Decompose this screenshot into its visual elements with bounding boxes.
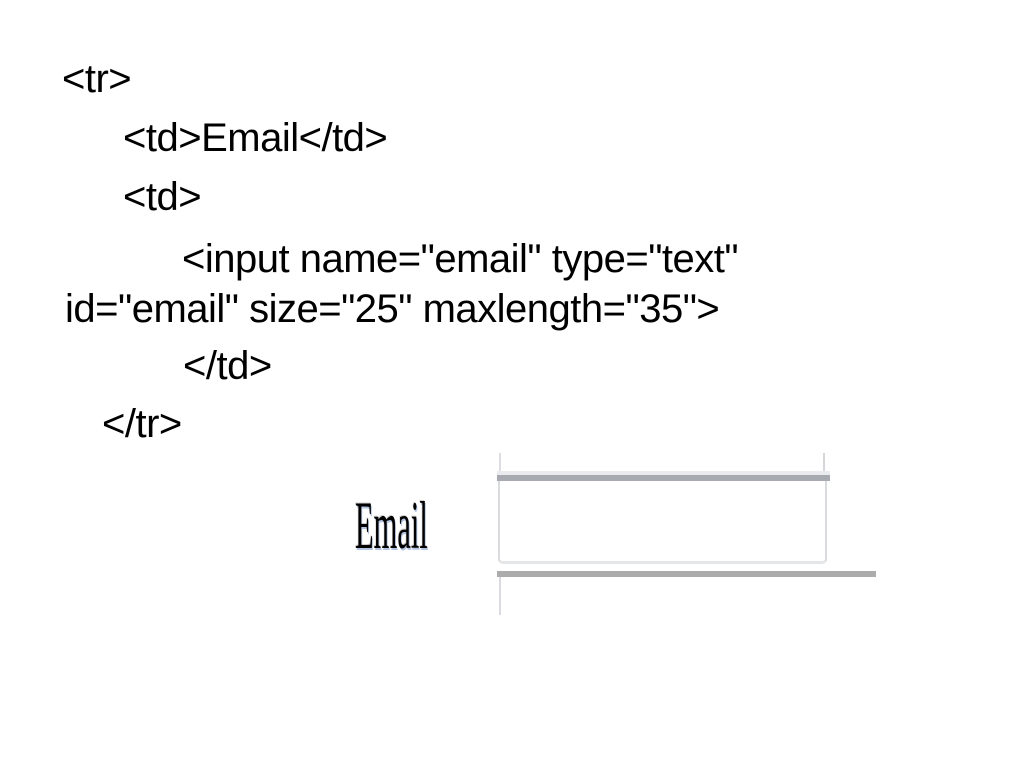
code-line-input-part2: id="email" size="25" maxlength="35"> [65, 287, 720, 331]
code-line-input-part1: <input name="email" type="text" [182, 237, 739, 281]
email-input[interactable] [498, 481, 827, 564]
input-below-partial [499, 577, 869, 615]
input-above-partial [499, 453, 825, 471]
code-line-td-open: <td> [123, 175, 202, 219]
code-line-td-email: <td>Email</td> [123, 116, 388, 160]
input-top-border-bar [497, 475, 830, 481]
next-input-top-border-bar [497, 571, 876, 577]
code-line-tr-close: </tr> [102, 402, 182, 446]
code-line-td-close: </td> [183, 344, 272, 388]
email-field-label: Email [355, 486, 428, 564]
input-divider-strip [497, 471, 830, 475]
code-line-tr-open: <tr> [62, 57, 132, 101]
